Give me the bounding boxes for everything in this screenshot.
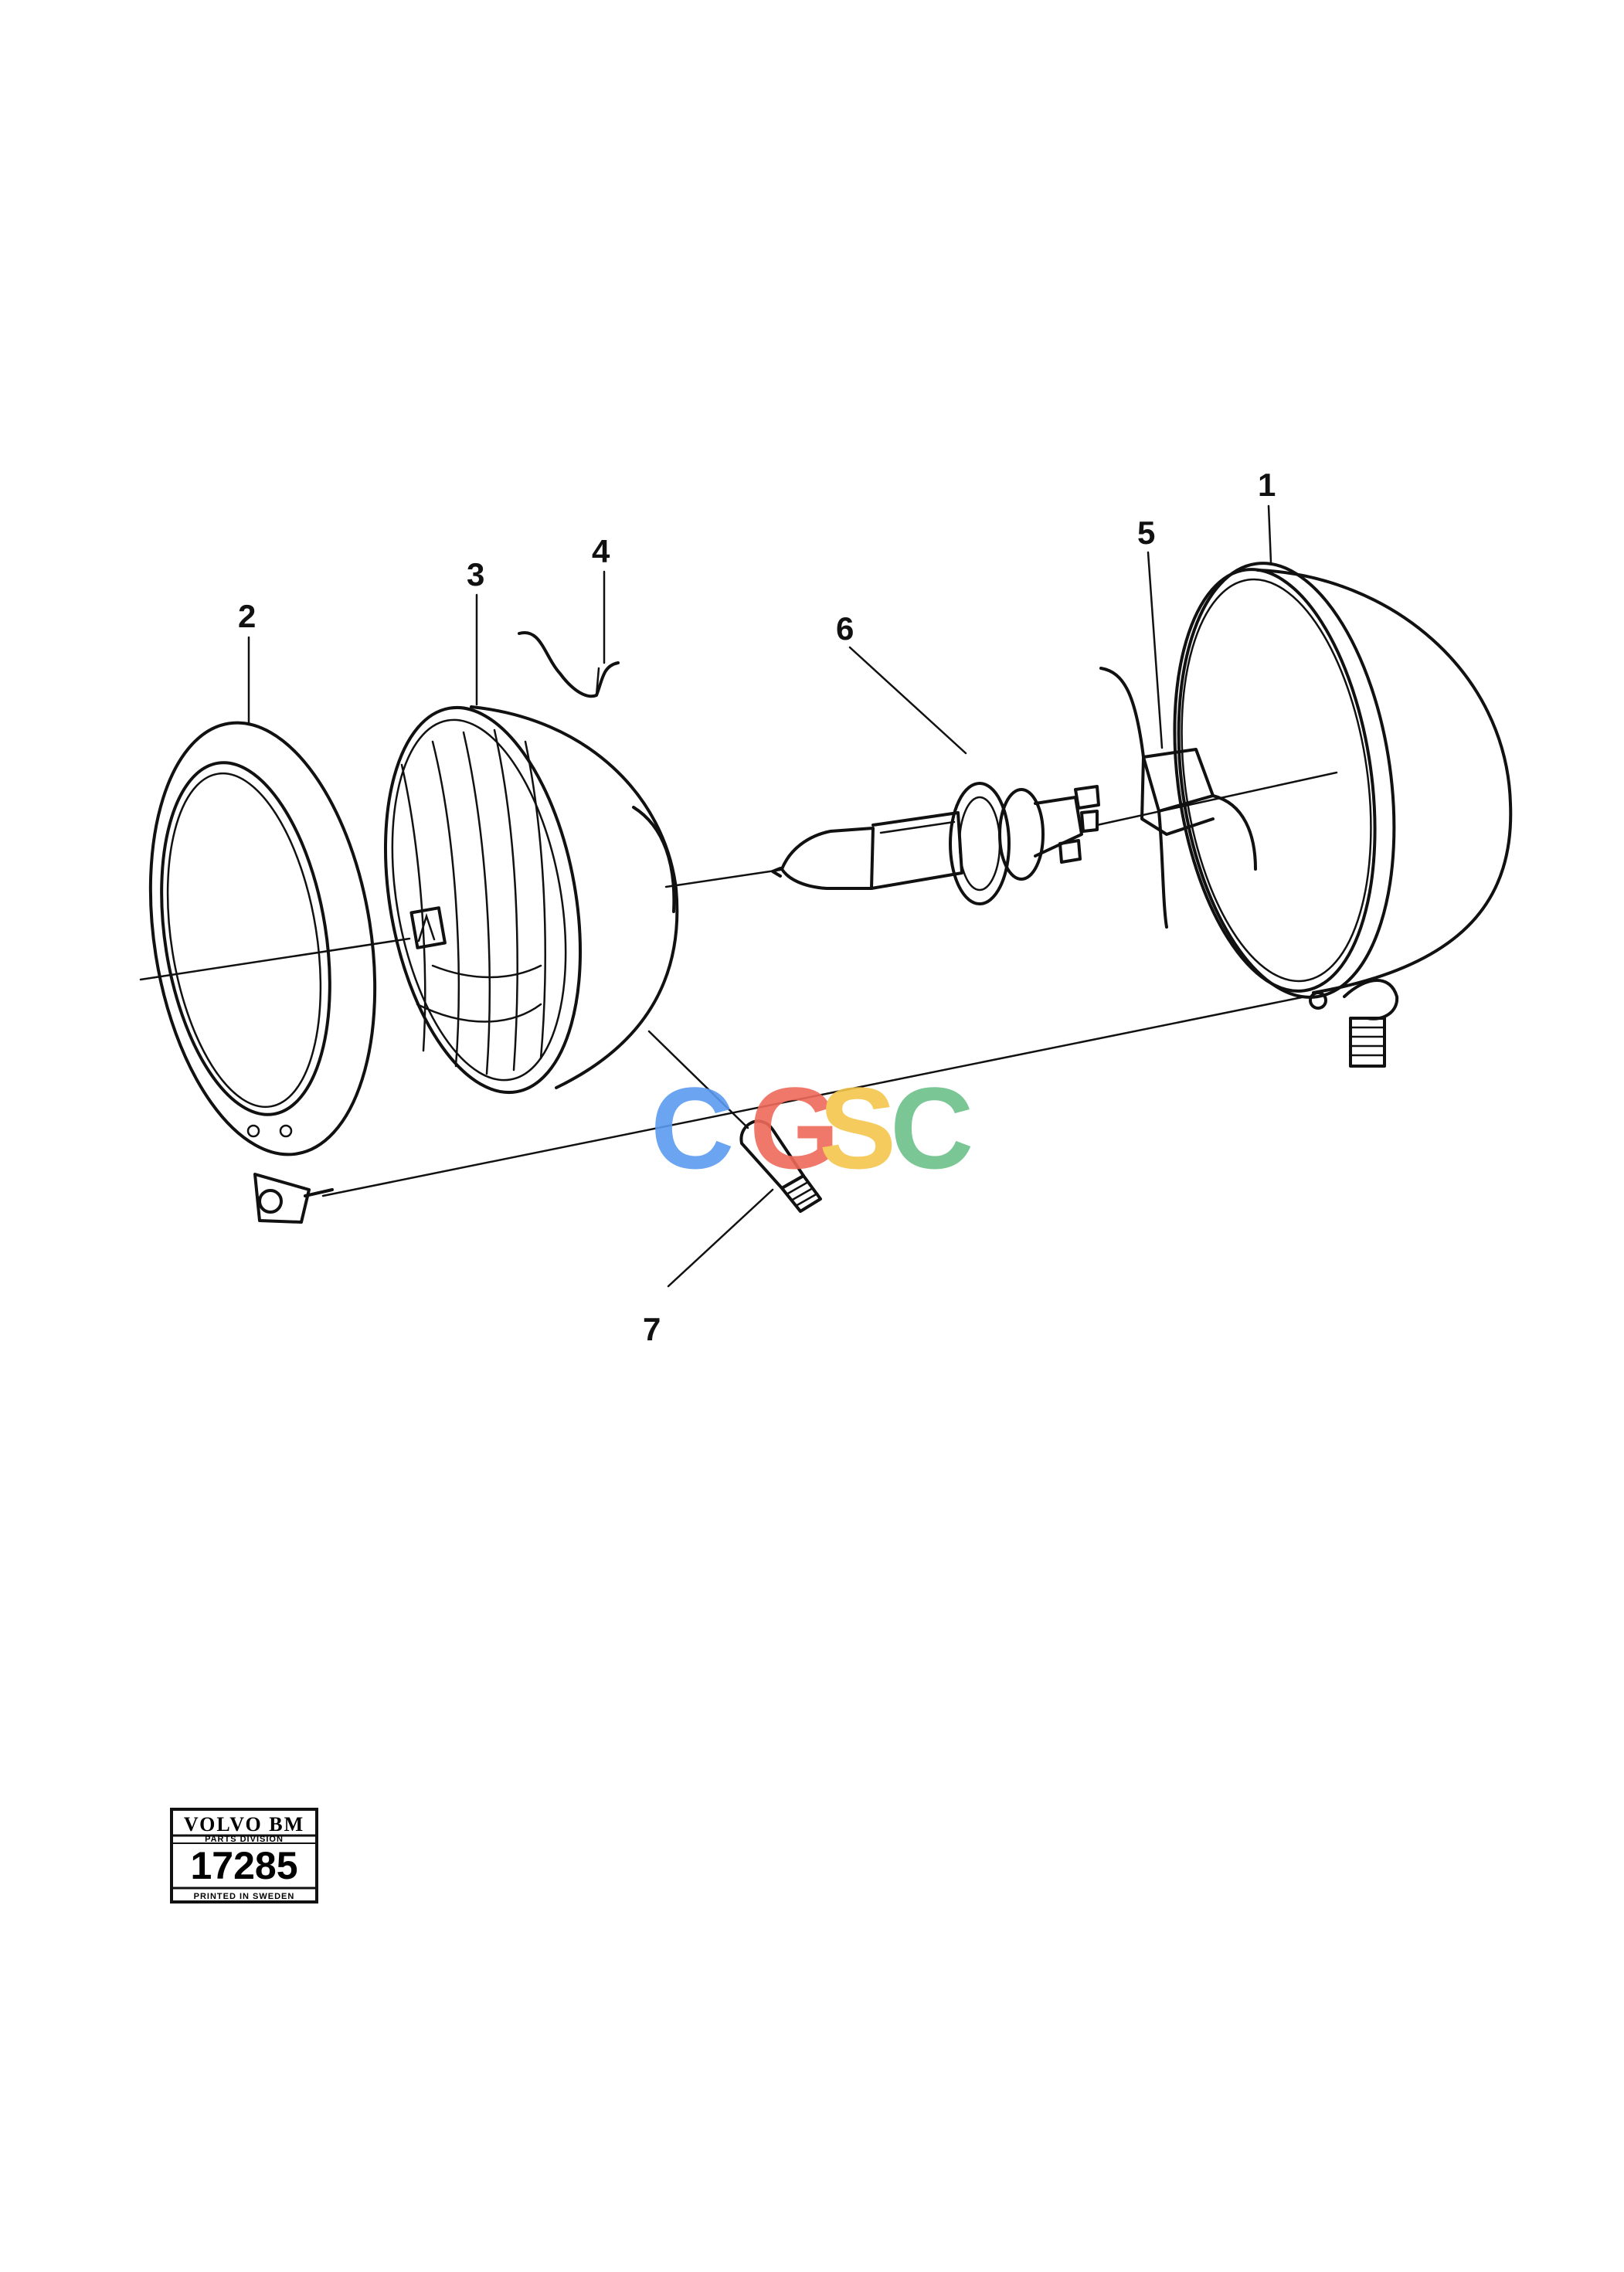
watermark-logo: C G S C: [651, 1063, 973, 1193]
leader-7: [667, 1188, 774, 1288]
leader-6: [848, 646, 967, 755]
watermark-letter-1: C: [651, 1063, 734, 1193]
watermark-letter-3: S: [819, 1063, 896, 1193]
part-4-spring-clip: [518, 630, 620, 698]
part-3-lens-unit: [383, 705, 679, 1095]
lens-pattern: [400, 728, 546, 1075]
callout-1: 1: [1258, 467, 1276, 503]
watermark-letter-4: C: [890, 1063, 973, 1193]
part-2-rim: [148, 721, 377, 1224]
part-6-bulb: [771, 782, 1100, 905]
assembly-axis: [139, 771, 1338, 981]
stamp-number: 17285: [190, 1844, 297, 1887]
part-7-small-bulb: [739, 1119, 822, 1213]
stamp-division: PARTS DIVISION: [205, 1835, 284, 1844]
callout-5: 5: [1137, 515, 1155, 551]
callout-2: 2: [238, 598, 256, 634]
leader-5: [1147, 551, 1164, 749]
leader-lines: [247, 504, 1272, 1288]
stamp-brand: VOLVO BM: [184, 1813, 304, 1836]
watermark-letter-2: G: [749, 1063, 840, 1193]
parts-stamp: VOLVO BM PARTS DIVISION 17285 PRINTED IN…: [170, 1808, 318, 1904]
callout-6: 6: [836, 610, 854, 647]
leader-1: [1267, 504, 1272, 564]
callout-3: 3: [467, 556, 484, 593]
part-1-housing: [1173, 562, 1513, 1068]
callout-7: 7: [643, 1311, 661, 1347]
mounting-line: [321, 995, 1307, 1197]
stamp-printed: PRINTED IN SWEDEN: [194, 1892, 295, 1901]
callout-4: 4: [592, 533, 610, 569]
